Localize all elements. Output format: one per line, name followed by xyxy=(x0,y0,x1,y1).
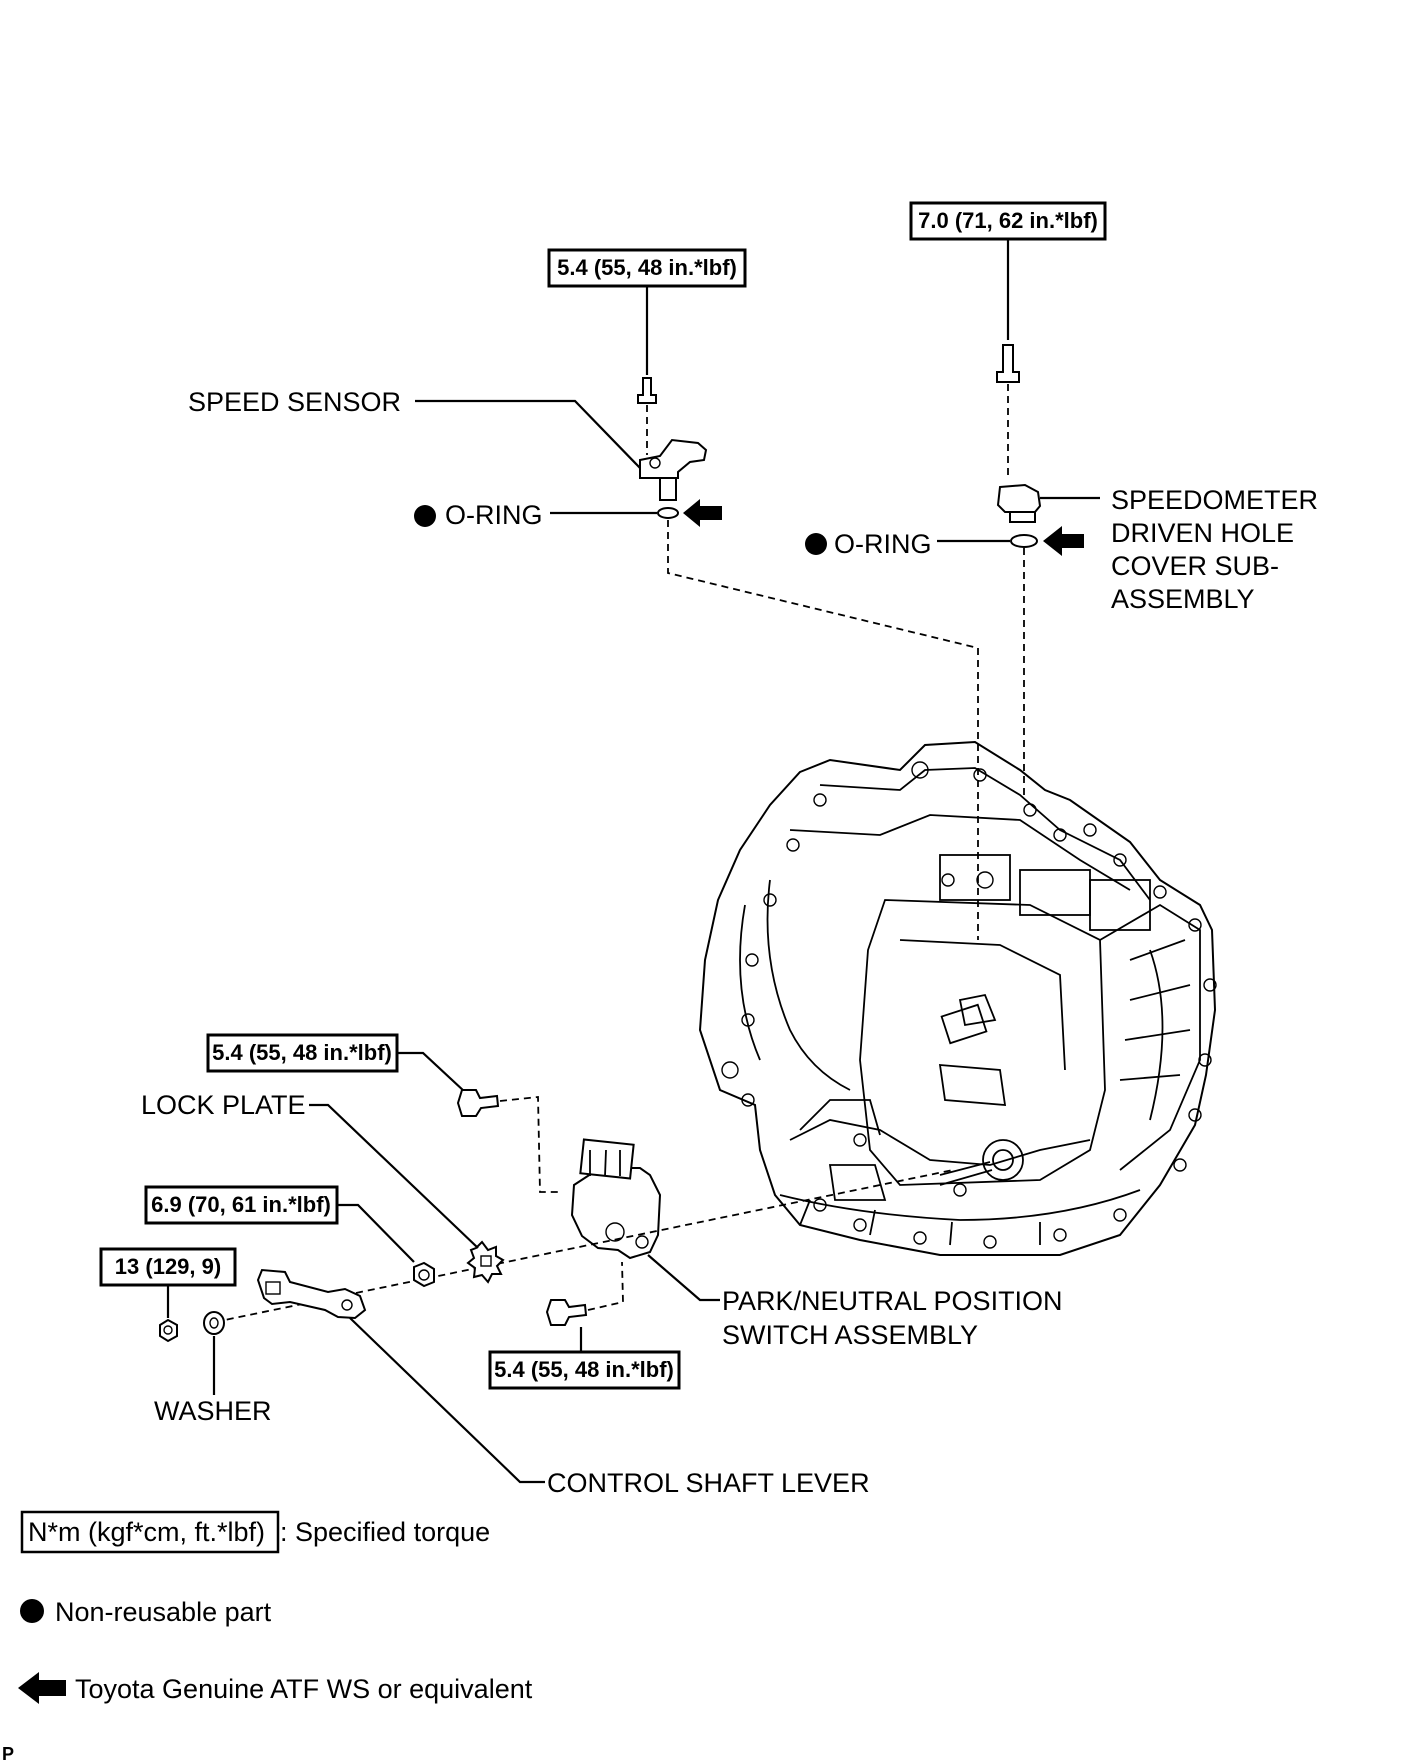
torque-speed-sensor: 5.4 (55, 48 in.*lbf) xyxy=(557,255,737,280)
o-ring-right xyxy=(1010,534,1038,548)
speed-sensor-group: 5.4 (55, 48 in.*lbf) SPEED SENSOR O-RING xyxy=(188,248,979,940)
park-neutral-group: 5.4 (55, 48 in.*lbf) PARK/NEUTRAL POSITI… xyxy=(99,1033,1063,1498)
label-speed-sensor: SPEED SENSOR xyxy=(188,387,401,417)
footer-mark: P xyxy=(2,1744,14,1763)
non-reusable-dot-left xyxy=(414,505,436,527)
lock-nut xyxy=(413,1261,435,1288)
torque-box-switch-lower xyxy=(488,1350,681,1390)
legend-dot-icon xyxy=(20,1599,44,1623)
non-reusable-dot-right xyxy=(805,533,827,555)
atf-arrow-left xyxy=(683,499,722,527)
park-neutral-switch xyxy=(570,1167,662,1260)
label-speedometer-4: ASSEMBLY xyxy=(1111,584,1255,614)
legend-non-reusable: Non-reusable part xyxy=(55,1597,272,1627)
label-park-neutral-2: SWITCH ASSEMBLY xyxy=(722,1320,978,1350)
torque-switch-upper: 5.4 (55, 48 in.*lbf) xyxy=(212,1040,392,1065)
torque-lever-nut: 13 (129, 9) xyxy=(115,1254,221,1279)
label-o-ring-left: O-RING xyxy=(445,500,543,530)
switch-lower-bolt xyxy=(545,1299,588,1326)
speed-sensor xyxy=(639,438,708,479)
atf-arrow-right xyxy=(1043,526,1084,556)
label-speedometer-3: COVER SUB- xyxy=(1111,551,1279,581)
lock-plate xyxy=(466,1240,505,1284)
transmission-assembly xyxy=(698,740,1217,1256)
label-lock-plate: LOCK PLATE xyxy=(141,1090,306,1120)
label-speedometer-2: DRIVEN HOLE xyxy=(1111,518,1294,548)
speedometer-cover xyxy=(996,483,1042,513)
torque-speedometer: 7.0 (71, 62 in.*lbf) xyxy=(918,208,1098,233)
legend-arrow-icon xyxy=(18,1672,66,1704)
legend: N*m (kgf*cm, ft.*lbf) : Specified torque… xyxy=(18,1510,533,1704)
speedometer-bolt xyxy=(996,344,1020,383)
label-o-ring-right: O-RING xyxy=(834,529,932,559)
label-washer: WASHER xyxy=(154,1396,272,1426)
legend-torque-desc: : Specified torque xyxy=(280,1517,490,1547)
torque-box-speedometer xyxy=(909,201,1107,241)
torque-box-switch-upper xyxy=(206,1033,399,1073)
torque-lock-nut: 6.9 (70, 61 in.*lbf) xyxy=(151,1192,331,1217)
lever-nut xyxy=(159,1318,178,1343)
label-control-shaft-lever: CONTROL SHAFT LEVER xyxy=(547,1468,870,1498)
legend-torque-box xyxy=(20,1510,280,1554)
label-park-neutral-1: PARK/NEUTRAL POSITION xyxy=(722,1286,1063,1316)
speed-sensor-bolt xyxy=(637,377,657,404)
legend-torque-unit: N*m (kgf*cm, ft.*lbf) xyxy=(28,1517,265,1547)
switch-upper-bolt xyxy=(456,1089,500,1117)
o-ring-left xyxy=(657,507,679,519)
torque-switch-lower: 5.4 (55, 48 in.*lbf) xyxy=(494,1357,674,1382)
label-speedometer-1: SPEEDOMETER xyxy=(1111,485,1318,515)
speedometer-group: 7.0 (71, 62 in.*lbf) SPEEDOMETER DRIVEN … xyxy=(805,201,1318,800)
control-shaft-lever xyxy=(256,1268,367,1320)
legend-atf: Toyota Genuine ATF WS or equivalent xyxy=(75,1674,533,1704)
washer xyxy=(203,1311,225,1335)
